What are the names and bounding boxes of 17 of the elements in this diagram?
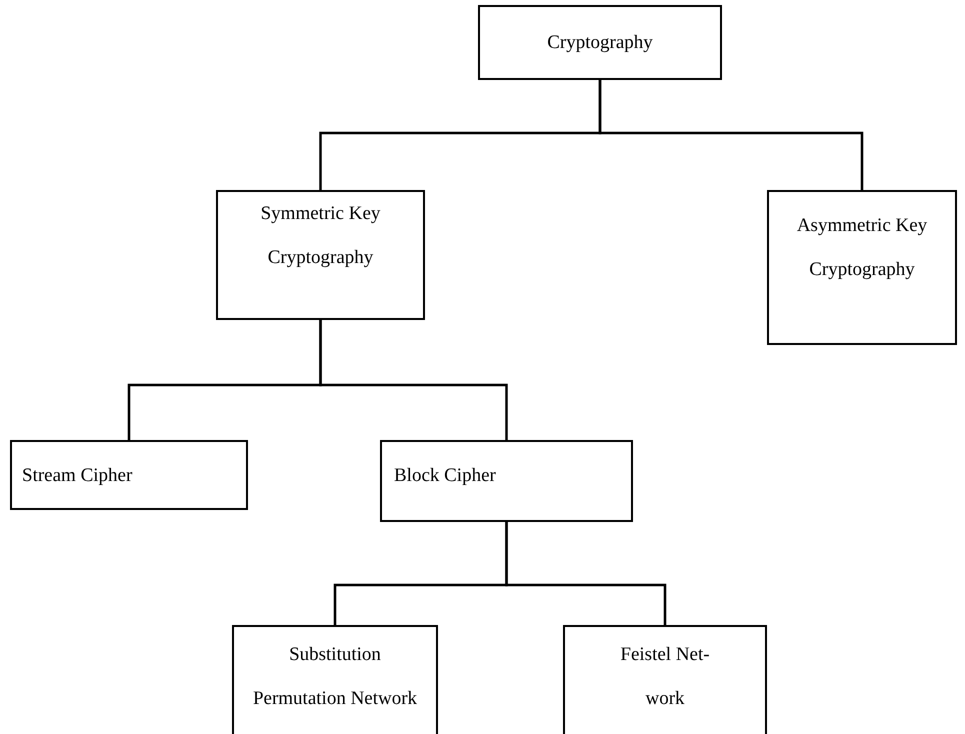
box-label: Asymmetric Key Cryptography [796,214,928,282]
category-box [563,625,767,734]
box-label: Symmetric Key Cryptography [260,202,382,270]
category-box [216,190,425,320]
box-label: Stream Cipher [22,464,134,488]
box-label: Block Cipher [394,464,497,488]
box-label: Feistel Net- work [619,643,711,711]
category-box [478,5,722,80]
connector-line [505,522,666,625]
category-box [767,190,957,345]
connector-line [319,320,508,440]
category-box [232,625,438,734]
category-box [380,440,633,522]
box-label: Substitution Permutation Network [252,643,418,711]
category-box [10,440,248,510]
box-label: Cryptography [546,31,654,55]
connector-line [598,80,864,190]
